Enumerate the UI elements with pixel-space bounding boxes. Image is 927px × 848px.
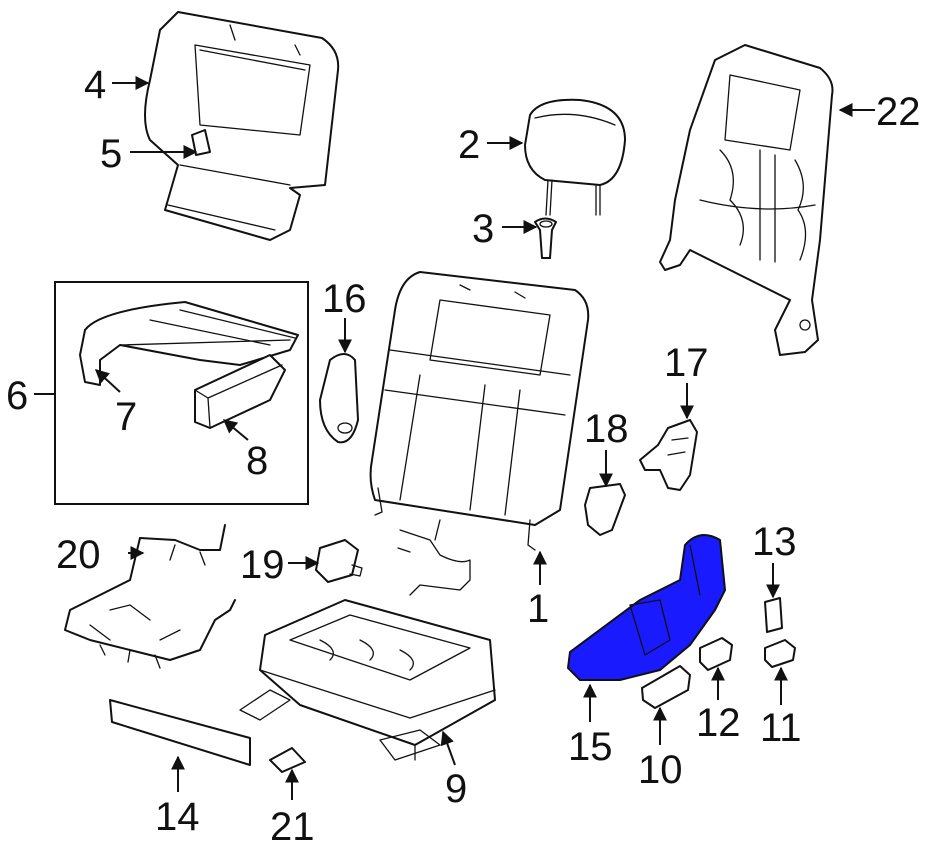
- callout-2: 2: [458, 123, 480, 167]
- part-16-side-shield[interactable]: [319, 353, 359, 444]
- callout-19: 19: [240, 543, 285, 587]
- callout-7: 7: [115, 395, 137, 439]
- callout-15: 15: [568, 725, 613, 769]
- callout-1: 1: [527, 587, 549, 631]
- callout-11: 11: [760, 706, 802, 750]
- callout-20: 20: [56, 533, 101, 577]
- part-2-headrest[interactable]: [524, 98, 626, 216]
- part-9-seat-frame[interactable]: [239, 599, 496, 761]
- part-17-recliner-cover[interactable]: [639, 419, 698, 491]
- callout-22: 22: [876, 90, 921, 134]
- part-8-bolster[interactable]: [194, 354, 286, 429]
- callout-17: 17: [664, 341, 709, 385]
- callout-6: 6: [6, 374, 28, 418]
- callout-10: 10: [638, 748, 683, 792]
- part-22-seatback-frame[interactable]: [659, 44, 834, 356]
- callout-4: 4: [84, 63, 106, 107]
- part-1-seatback-cover[interactable]: [369, 271, 590, 551]
- part-14-front-trim[interactable]: [109, 699, 251, 766]
- callout-21: 21: [270, 805, 315, 848]
- part-15-side-shield[interactable]: [567, 534, 726, 681]
- callout-8: 8: [246, 439, 268, 483]
- callout-3: 3: [472, 207, 494, 251]
- callout-labels: 4 5 2 3 22 6 7 8 16 17 18 1 20 19 13 12 …: [6, 63, 921, 848]
- part-10-knob[interactable]: [641, 665, 691, 709]
- part-13-cap[interactable]: [764, 597, 783, 633]
- callout-14: 14: [155, 795, 200, 839]
- part-3-headrest-guide[interactable]: [534, 217, 557, 259]
- callout-9: 9: [445, 767, 467, 811]
- part-18-trim[interactable]: [584, 483, 626, 536]
- part-21-pad[interactable]: [269, 747, 306, 773]
- part-19-switch[interactable]: [315, 539, 363, 583]
- part-7-cushion-pad[interactable]: [79, 301, 299, 386]
- callout-12: 12: [696, 701, 741, 745]
- part-20-wiring-harness[interactable]: [64, 524, 236, 669]
- callout-5: 5: [100, 132, 122, 176]
- seatback-wiring: [397, 519, 471, 596]
- leader-lines: [34, 76, 875, 800]
- part-4-seatback-panel[interactable]: [144, 11, 340, 241]
- callout-13: 13: [752, 520, 797, 564]
- part-12-knob[interactable]: [699, 637, 733, 671]
- callout-16: 16: [322, 277, 367, 321]
- callout-18: 18: [584, 407, 629, 451]
- part-11-knob[interactable]: [764, 639, 796, 668]
